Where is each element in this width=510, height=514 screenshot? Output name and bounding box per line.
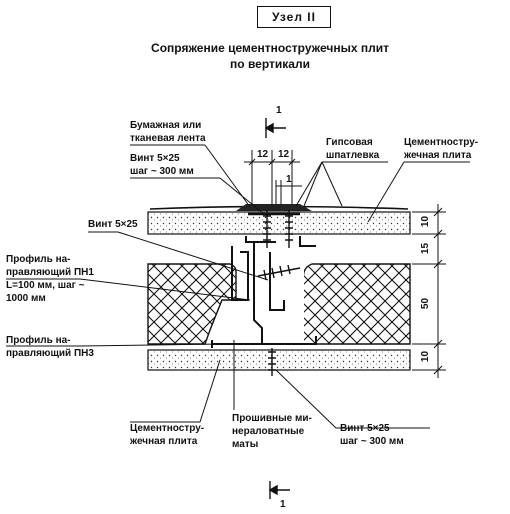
- label-cement-board-top: Цементностру-жечная плита: [404, 137, 479, 161]
- dim-right-1: 10: [420, 215, 432, 228]
- label-cement-board-bottom: Цементностру-жечная плита: [130, 423, 205, 447]
- mineral-mat-right: [291, 263, 411, 345]
- screws: [248, 210, 301, 376]
- label-screw-left: Винт 5×25: [88, 219, 138, 230]
- diagram-title-line1: Сопряжение цементностружечных плит: [151, 41, 389, 55]
- dim-right-2: 15: [420, 242, 432, 255]
- diagram-title-line2: по вертикали: [230, 57, 310, 71]
- section-mark-bottom-number: 1: [280, 499, 286, 510]
- bottom-cement-board: [147, 349, 411, 371]
- section-mark-bottom: [268, 481, 290, 499]
- label-profile-pn3: Профиль на-правляющий ПН3: [6, 335, 94, 359]
- label-profile-pn1: Профиль на-правляющий ПН1 L=100 мм, шаг …: [6, 254, 94, 304]
- dim-top-small: 1: [286, 174, 292, 185]
- mineral-mat-left: [147, 263, 237, 345]
- dim-top-left: 12: [257, 149, 269, 160]
- dim-right-4: 10: [420, 350, 432, 363]
- top-cement-board: [147, 211, 411, 235]
- dim-top: [244, 150, 302, 205]
- gypsum-putty: [236, 204, 312, 211]
- leader-lines: [6, 144, 470, 429]
- dim-right: [412, 204, 446, 378]
- dim-right-3: 50: [420, 297, 432, 310]
- section-mark-top-number: 1: [276, 105, 282, 116]
- dim-top-right: 12: [278, 149, 290, 160]
- section-mark-top: [264, 118, 286, 138]
- node-label-box: Узел II: [257, 6, 331, 28]
- node-label: Узел II: [272, 10, 316, 24]
